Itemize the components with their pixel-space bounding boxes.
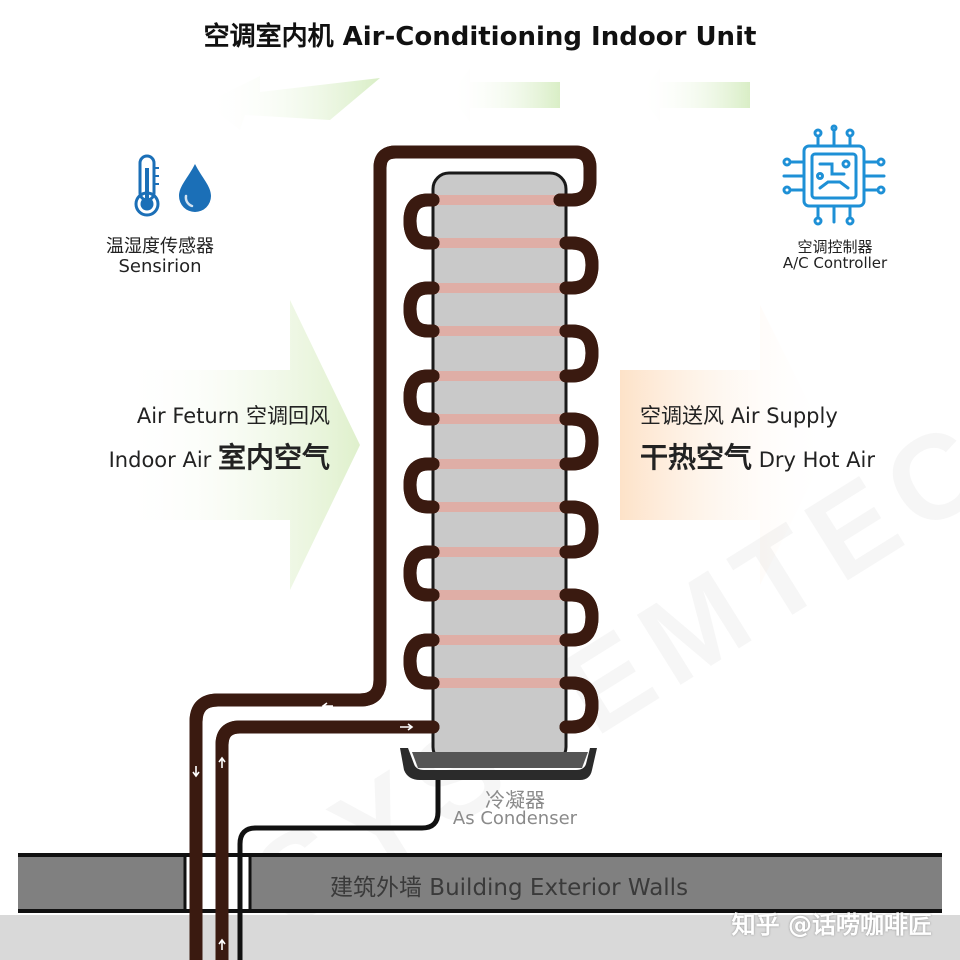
air-supply-line2: 干热空气 Dry Hot Air [640,436,875,476]
air-return-en: Air Feturn [136,404,240,428]
coil-stripes [435,195,564,688]
top-air-arrow-1 [640,68,750,122]
water-drop-icon [179,164,211,212]
air-return-line2: Indoor Air 室内空气 [109,436,330,476]
air-supply-en: Air Supply [730,404,838,428]
air-return-arrow [120,300,360,590]
drain-pipe [237,778,441,960]
top-air-arrow-3 [205,76,380,130]
condenser-label-cn: 冷凝器 [485,788,545,812]
thermometer-icon [134,154,160,217]
condensate-tray [400,748,597,780]
dry-hot-air-en: Dry Hot Air [758,448,875,472]
air-supply-line1: 空调送风 Air Supply [640,400,838,430]
credit-watermark: 知乎 @话唠咖啡匠 [731,911,932,939]
air-return-line1: Air Feturn 空调回风 [137,400,330,430]
building-exterior-wall [18,855,942,911]
dry-hot-air-cn: 干热空气 [640,441,753,474]
indoor-air-cn: 室内空气 [217,441,330,474]
wall-label: 建筑外墙 Building Exterior Walls [330,875,689,901]
page-title: 空调室内机 Air-Conditioning Indoor Unit [203,22,757,52]
ground-area [0,915,960,960]
top-air-arrow-2 [450,68,560,122]
chip-icon [782,124,886,226]
air-return-cn: 空调回风 [246,404,330,428]
air-supply-cn: 空调送风 [640,404,724,428]
air-supply-arrow [620,305,830,585]
sensor-label-en: Sensirion [118,256,202,277]
indoor-air-en: Indoor Air [108,448,212,472]
pipe-flow-arrows [192,702,414,950]
controller-label-cn: 空调控制器 [797,238,873,256]
condenser-label-en: As Condenser [452,808,578,829]
controller-label-en: A/C Controller [782,254,888,272]
sensor-label-cn: 温湿度传感器 [106,236,214,257]
